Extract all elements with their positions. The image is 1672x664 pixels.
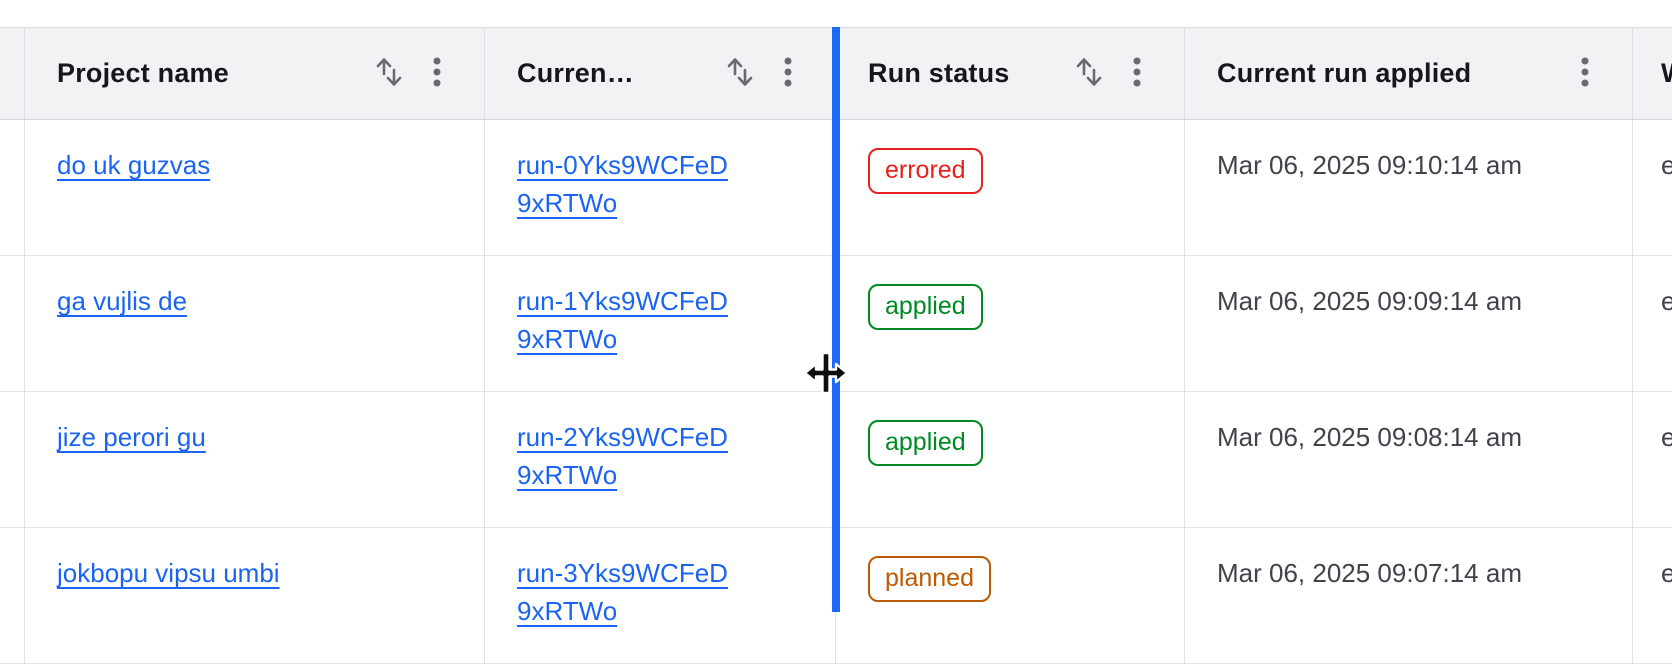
project-name-cell: jize perori gu <box>25 392 485 527</box>
spacer-cell <box>0 120 25 255</box>
current-run-cell: run-2Yks9WCFeD9xRTWo <box>485 392 836 527</box>
run-status-cell: planned <box>836 528 1185 663</box>
col-resize-cursor-icon <box>803 351 849 400</box>
column-label-project-name: Project name <box>57 58 229 88</box>
table-row: jokbopu vipsu umbi run-3Yks9WCFeD9xRTWo … <box>0 528 1672 664</box>
header-cell-project-name: Project name <box>25 28 485 119</box>
current-run-applied-cell: Mar 06, 2025 09:10:14 am <box>1185 120 1633 255</box>
timestamp: Mar 06, 2025 09:09:14 am <box>1217 286 1522 316</box>
current-run-applied-cell: Mar 06, 2025 09:08:14 am <box>1185 392 1633 527</box>
run-status-cell: errored <box>836 120 1185 255</box>
run-status-badge: applied <box>868 420 983 466</box>
spacer-cell <box>0 392 25 527</box>
timestamp: Mar 06, 2025 09:07:14 am <box>1217 558 1522 588</box>
project-link[interactable]: jokbopu vipsu umbi <box>57 558 280 588</box>
current-run-applied-cell: Mar 06, 2025 09:09:14 am <box>1185 256 1633 391</box>
project-name-cell: jokbopu vipsu umbi <box>25 528 485 663</box>
header-cell-run-status: Run status <box>836 28 1185 119</box>
column-label-run-status: Run status <box>868 58 1010 88</box>
current-run-applied-cell: Mar 06, 2025 09:07:14 am <box>1185 528 1633 663</box>
project-link[interactable]: do uk guzvas <box>57 150 211 180</box>
run-status-cell: applied <box>836 256 1185 391</box>
header-cell-clipped: W <box>1633 28 1672 119</box>
column-menu-button[interactable] <box>1580 54 1590 93</box>
run-status-badge: applied <box>868 284 983 330</box>
run-link[interactable]: run-3Yks9WCFeD9xRTWo <box>517 558 728 626</box>
timestamp: Mar 06, 2025 09:08:14 am <box>1217 422 1522 452</box>
column-label-current-run: Current run <box>517 58 639 88</box>
project-link[interactable]: ga vujlis de <box>57 286 188 316</box>
run-link[interactable]: run-0Yks9WCFeD9xRTWo <box>517 150 728 218</box>
run-status-badge: planned <box>868 556 991 602</box>
sort-button[interactable] <box>372 54 406 93</box>
kebab-menu-icon <box>432 54 442 93</box>
spacer-cell <box>0 256 25 391</box>
header-cell-spacer <box>0 28 25 119</box>
clipped-cell: e <box>1633 256 1672 391</box>
clipped-cell: e <box>1633 528 1672 663</box>
kebab-menu-icon <box>1580 54 1590 93</box>
sort-button[interactable] <box>1072 54 1106 93</box>
column-menu-button[interactable] <box>432 54 442 93</box>
sort-icon <box>372 54 406 93</box>
project-name-cell: ga vujlis de <box>25 256 485 391</box>
clipped-cell: e <box>1633 392 1672 527</box>
kebab-menu-icon <box>783 54 793 93</box>
sort-icon <box>723 54 757 93</box>
project-link[interactable]: jize perori gu <box>57 422 206 452</box>
project-name-cell: do uk guzvas <box>25 120 485 255</box>
header-cell-current-run-applied: Current run applied <box>1185 28 1633 119</box>
kebab-menu-icon <box>1132 54 1142 93</box>
clipped-cell: e <box>1633 120 1672 255</box>
current-run-cell: run-1Yks9WCFeD9xRTWo <box>485 256 836 391</box>
current-run-cell: run-3Yks9WCFeD9xRTWo <box>485 528 836 663</box>
clipped-value: e <box>1661 422 1672 452</box>
clipped-value: e <box>1661 286 1672 316</box>
current-run-cell: run-0Yks9WCFeD9xRTWo <box>485 120 836 255</box>
sort-button[interactable] <box>723 54 757 93</box>
column-label-current-run-applied: Current run applied <box>1217 58 1472 88</box>
spacer-cell <box>0 528 25 663</box>
clipped-value: e <box>1661 558 1672 588</box>
run-status-badge: errored <box>868 148 983 194</box>
column-label-clipped: W <box>1661 58 1672 89</box>
run-link[interactable]: run-1Yks9WCFeD9xRTWo <box>517 286 728 354</box>
timestamp: Mar 06, 2025 09:10:14 am <box>1217 150 1522 180</box>
header-cell-current-run: Current run <box>485 28 836 119</box>
column-menu-button[interactable] <box>1132 54 1142 93</box>
clipped-value: e <box>1661 150 1672 180</box>
column-resize-indicator-line[interactable] <box>832 27 840 612</box>
column-menu-button[interactable] <box>783 54 793 93</box>
sort-icon <box>1072 54 1106 93</box>
run-status-cell: applied <box>836 392 1185 527</box>
run-link[interactable]: run-2Yks9WCFeD9xRTWo <box>517 422 728 490</box>
